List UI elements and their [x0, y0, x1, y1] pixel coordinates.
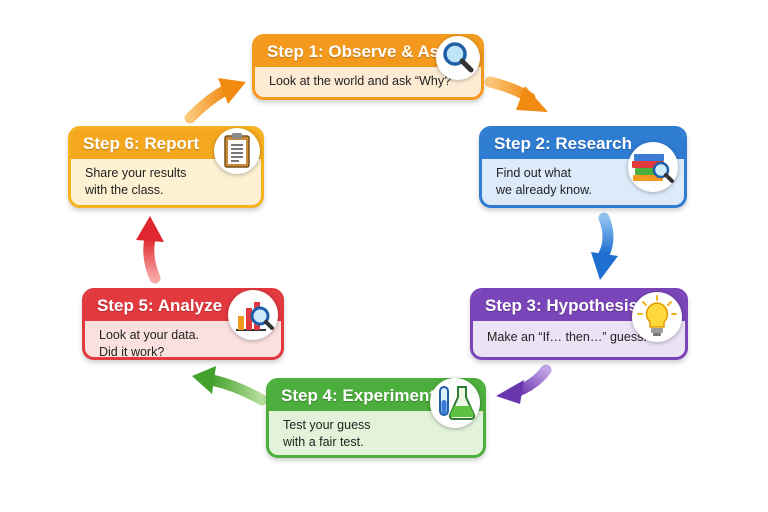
arrow-step6-to-step1 — [184, 78, 246, 124]
step-2-description: Find out what we already know. — [482, 159, 684, 199]
arrow-step4-to-step5 — [192, 366, 268, 406]
step-4-description: Test your guess with a fair test. — [269, 411, 483, 451]
arrow-step3-to-step4 — [496, 364, 552, 404]
arrow-step1-to-step2 — [484, 76, 548, 112]
step-6-description: Share your results with the class. — [71, 159, 261, 199]
step-4-line-2: with a fair test. — [283, 435, 364, 449]
step-1-description: Look at the world and ask “Why?” — [255, 67, 481, 90]
step-5-line-2: Did it work? — [99, 345, 165, 359]
step-2-line-2: we already know. — [496, 183, 592, 197]
step-6-line-2: with the class. — [85, 183, 164, 197]
step-6-line-1: Share your results — [85, 166, 187, 180]
step-4-line-1: Test your guess — [283, 418, 371, 432]
arrow-step5-to-step6 — [136, 216, 164, 284]
test-tube-flask-icon — [430, 378, 480, 428]
bar-chart-magnifier-icon — [228, 290, 278, 340]
step-1-line-1: Look at the world and ask “Why?” — [269, 74, 456, 88]
clipboard-icon — [214, 128, 260, 174]
magnifier-icon — [436, 36, 480, 80]
step-3-description: Make an “If… then…” guess. — [473, 321, 685, 346]
arrow-step2-to-step3 — [591, 212, 618, 280]
step-4-title: Step 4: Experiment — [269, 381, 483, 411]
step-5-line-1: Look at your data. — [99, 328, 200, 342]
step-5-description: Look at your data. Did it work? — [85, 321, 281, 359]
lightbulb-icon — [632, 292, 682, 342]
step-2-line-1: Find out what — [496, 166, 572, 180]
books-magnifier-icon — [628, 142, 678, 192]
step-3-line-1: Make an “If… then…” guess. — [487, 330, 647, 344]
